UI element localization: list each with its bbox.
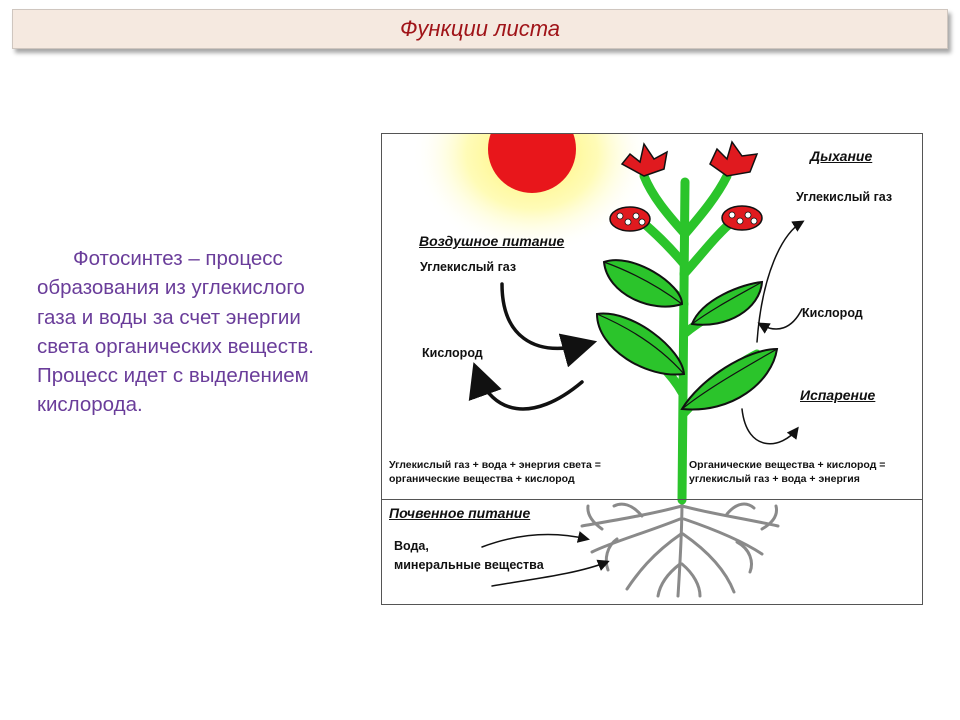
evaporation-arrow: [742, 409, 797, 444]
respiration-equation: Органические вещества + кислород = углек…: [689, 458, 885, 486]
slide-title-bar: Функции листа: [12, 9, 948, 49]
photosynthesis-eq-line-2: органические вещества + кислород: [389, 472, 601, 486]
flower: [710, 142, 757, 176]
paragraph-line: Процесс идет с: [37, 364, 183, 387]
respiration-o2-label: Кислород: [802, 306, 863, 320]
photosynthesis-equation: Углекислый газ + вода + энергия света = …: [389, 458, 601, 486]
ground-line: [382, 499, 922, 500]
plant-functions-diagram: Дыхание Углекислый газ Кислород Воздушно…: [381, 133, 923, 605]
respiration-heading: Дыхание: [810, 148, 872, 164]
respiration-co2-label: Углекислый газ: [796, 190, 892, 204]
air-o2-label: Кислород: [422, 346, 483, 360]
flower-bud: [610, 207, 650, 231]
soil-water-arrow: [482, 534, 587, 547]
leaf: [597, 314, 684, 375]
leaf: [682, 349, 777, 410]
paragraph-line: Фотосинтез – процесс: [73, 247, 283, 270]
plant-roots: [582, 500, 778, 596]
soil-minerals-label: минеральные вещества: [394, 558, 544, 572]
soil-water-label: Вода,: [394, 539, 429, 553]
air-co2-arrow: [502, 284, 587, 348]
respiration-eq-line-1: Органические вещества + кислород =: [689, 458, 885, 472]
air-o2-arrow: [477, 372, 582, 409]
paragraph-line: органических веществ.: [95, 335, 314, 358]
air-nutrition-heading: Воздушное питание: [419, 233, 564, 249]
air-co2-label: Углекислый газ: [420, 260, 516, 274]
flower-bud: [722, 206, 762, 230]
plant-illustration: [382, 134, 922, 604]
photosynthesis-eq-line-1: Углекислый газ + вода + энергия света =: [389, 458, 601, 472]
soil-nutrition-heading: Почвенное питание: [389, 505, 530, 521]
respiration-o2-arrow: [760, 309, 802, 329]
photosynthesis-definition: Фотосинтез – процесс образования из угле…: [37, 244, 349, 420]
slide-title: Функции листа: [400, 16, 560, 42]
paragraph-line: образования из: [37, 276, 186, 299]
respiration-co2-arrow: [757, 222, 802, 342]
evaporation-heading: Испарение: [800, 387, 875, 403]
respiration-eq-line-2: углекислый газ + вода + энергия: [689, 472, 885, 486]
